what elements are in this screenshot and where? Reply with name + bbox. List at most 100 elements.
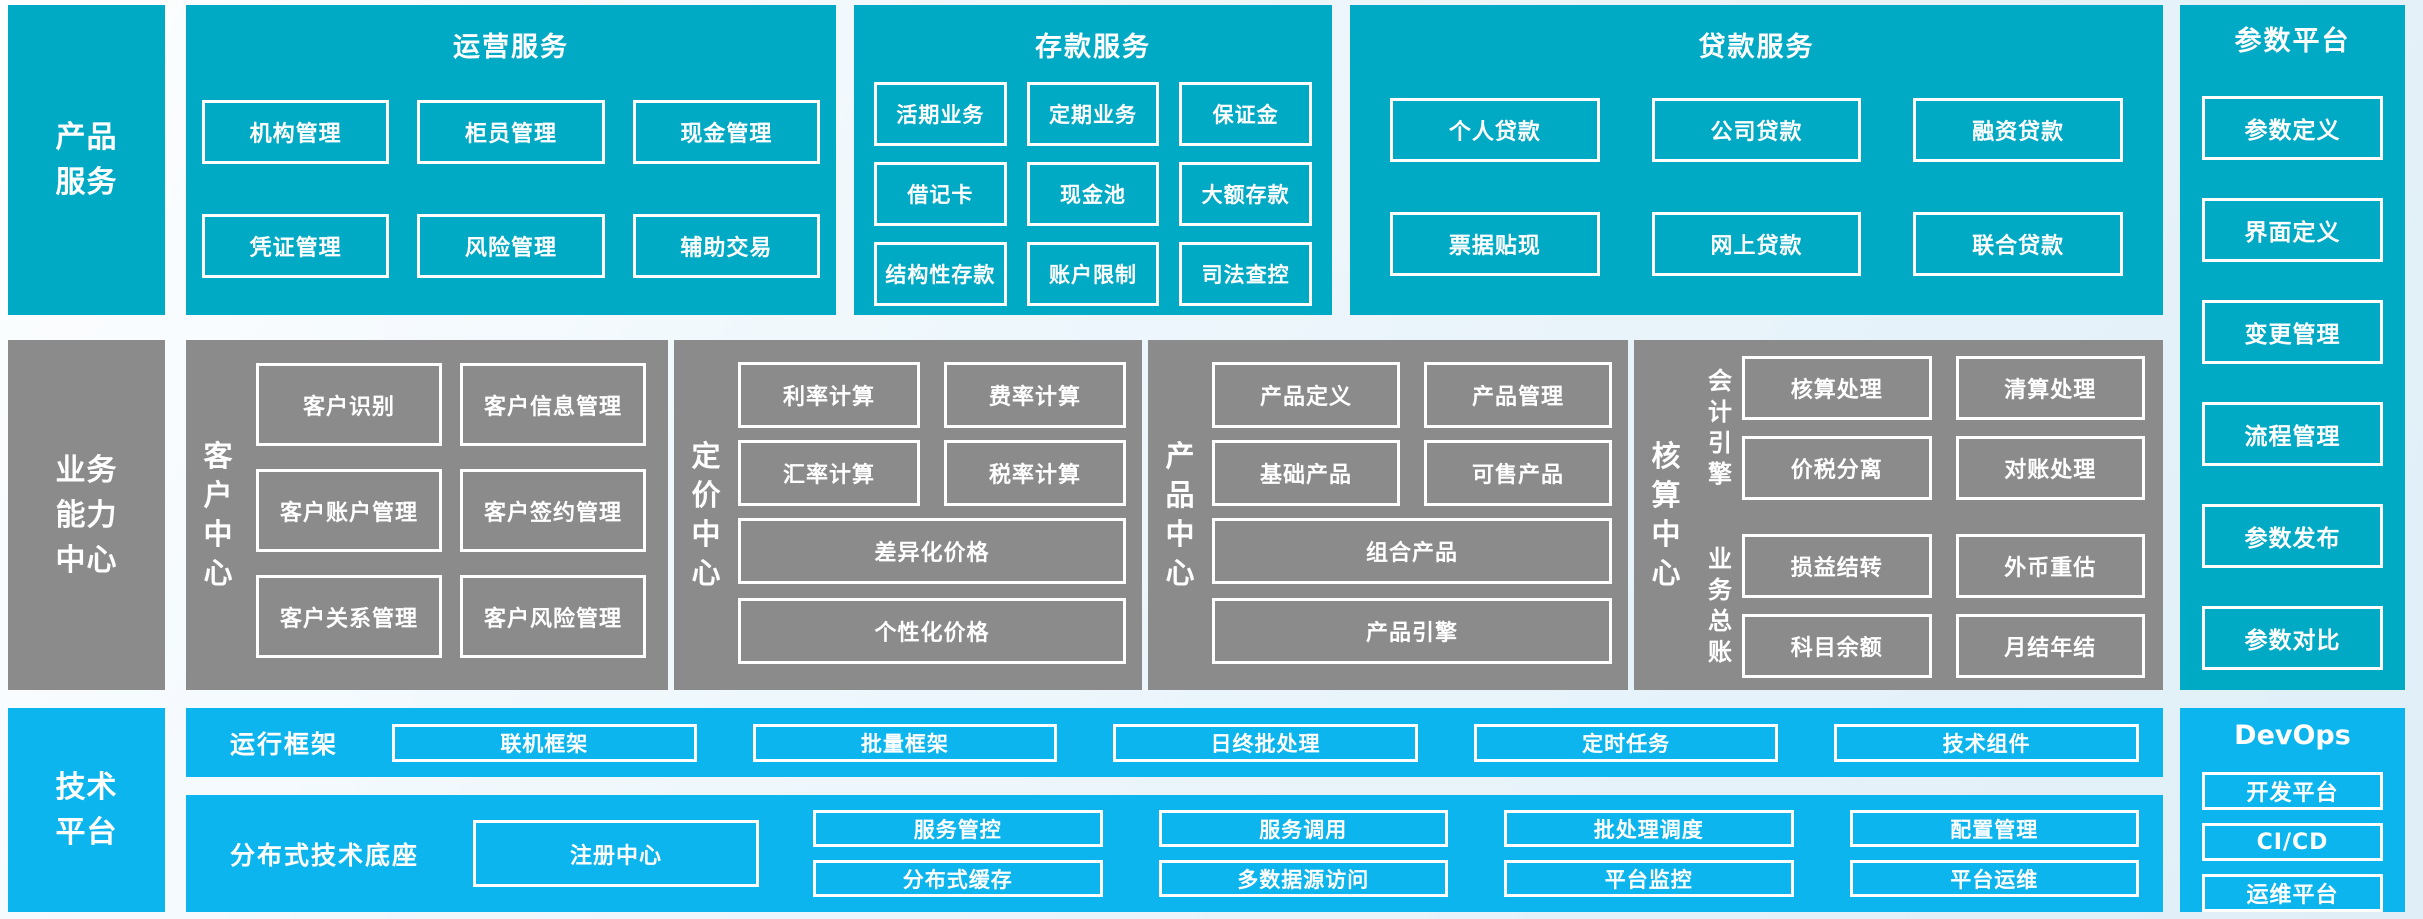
module-box: 客户信息管理 bbox=[460, 363, 646, 446]
module-box: 定时任务 bbox=[1473, 723, 1779, 762]
accounting-center-label: 核算中心 bbox=[1634, 340, 1698, 690]
module-box: 流程管理 bbox=[2202, 402, 2383, 466]
panel-deposit-services: 存款服务 活期业务 定期业务 保证金 借记卡 现金池 大额存款 结构性存款 账户… bbox=[854, 5, 1332, 315]
module-box: 批处理调度 bbox=[1504, 810, 1794, 847]
module-box: 产品定义 bbox=[1212, 362, 1400, 428]
module-box: 汇率计算 bbox=[738, 440, 920, 506]
module-box: 可售产品 bbox=[1424, 440, 1612, 506]
accounting-content: 会计引擎 核算处理 清算处理 价税分离 对账处理 业务总账 损益结转 外币重估 … bbox=[1698, 340, 2163, 690]
runtime-boxes: 联机框架 批量框架 日终批处理 定时任务 技术组件 bbox=[392, 723, 2139, 762]
module-box: 运维平台 bbox=[2202, 874, 2383, 912]
module-box: 参数发布 bbox=[2202, 504, 2383, 568]
module-box: 分布式缓存 bbox=[813, 860, 1103, 897]
sidebar-business-capability: 业务能力中心 bbox=[8, 340, 165, 690]
customer-center-label: 客户中心 bbox=[186, 340, 250, 690]
module-box: 多数据源访问 bbox=[1158, 860, 1448, 897]
module-box: 客户账户管理 bbox=[256, 469, 442, 552]
panel-runtime-framework: 运行框架 联机框架 批量框架 日终批处理 定时任务 技术组件 bbox=[186, 708, 2163, 777]
vertical-label-text: 产品中心 bbox=[1165, 438, 1195, 591]
module-box: 变更管理 bbox=[2202, 300, 2383, 364]
module-box: 公司贷款 bbox=[1651, 98, 1862, 162]
module-box: 风险管理 bbox=[417, 214, 605, 278]
panel-deposit-title: 存款服务 bbox=[1035, 32, 1151, 63]
sidebar-tech-platform: 技术平台 bbox=[8, 708, 165, 912]
panel-customer-center: 客户中心 客户识别 客户信息管理 客户账户管理 客户签约管理 客户关系管理 客户… bbox=[186, 340, 668, 690]
business-ledger-label: 业务总账 bbox=[1698, 534, 1742, 678]
distributed-base-label: 分布式技术底座 bbox=[230, 840, 420, 870]
module-box: 司法查控 bbox=[1179, 242, 1312, 306]
distributed-grid: 服务管控 服务调用 批处理调度 配置管理 分布式缓存 多数据源访问 平台监控 平… bbox=[813, 810, 2139, 897]
module-box: 平台运维 bbox=[1849, 860, 2139, 897]
module-box: 核算处理 bbox=[1742, 356, 1932, 420]
sidebar-business-capability-label: 业务能力中心 bbox=[55, 452, 118, 578]
module-box: 日终批处理 bbox=[1113, 723, 1418, 762]
accounting-engine-group: 会计引擎 核算处理 清算处理 价税分离 对账处理 bbox=[1698, 356, 2145, 500]
product-center-label: 产品中心 bbox=[1148, 340, 1212, 690]
module-box: 联机框架 bbox=[392, 723, 697, 762]
module-box: 对账处理 bbox=[1955, 436, 2145, 500]
module-box: 柜员管理 bbox=[417, 100, 605, 164]
module-box: 清算处理 bbox=[1955, 356, 2145, 420]
deposit-grid: 活期业务 定期业务 保证金 借记卡 现金池 大额存款 结构性存款 账户限制 司法… bbox=[854, 64, 1332, 306]
panel-loan-services: 贷款服务 个人贷款 公司贷款 融资贷款 票据贴现 网上贷款 联合贷款 bbox=[1350, 5, 2163, 315]
pricing-content: 利率计算 费率计算 汇率计算 税率计算 差异化价格 个性化价格 bbox=[738, 340, 1142, 690]
module-box: 利率计算 bbox=[738, 362, 920, 428]
operations-grid: 机构管理 柜员管理 现金管理 凭证管理 风险管理 辅助交易 bbox=[186, 64, 836, 278]
module-box-wide: 差异化价格 bbox=[738, 518, 1126, 584]
module-box: 凭证管理 bbox=[202, 214, 390, 278]
module-box: 票据贴现 bbox=[1390, 212, 1600, 276]
module-box: 服务管控 bbox=[813, 810, 1103, 847]
module-box: 费率计算 bbox=[944, 362, 1126, 428]
module-box: 客户风险管理 bbox=[460, 575, 646, 658]
module-box: 保证金 bbox=[1179, 82, 1312, 146]
module-box: 机构管理 bbox=[202, 100, 390, 164]
panel-devops: DevOps 开发平台 CI/CD 运维平台 bbox=[2180, 708, 2405, 912]
panel-parameter-title: 参数平台 bbox=[2234, 26, 2351, 57]
vertical-label-text: 定价中心 bbox=[691, 438, 721, 591]
module-box: 开发平台 bbox=[2202, 772, 2383, 810]
module-box: 月结年结 bbox=[1955, 614, 2145, 678]
module-box: 融资贷款 bbox=[1913, 98, 2123, 162]
registry-center-box: 注册中心 bbox=[473, 820, 760, 887]
module-box: 平台监控 bbox=[1504, 860, 1794, 897]
module-box: 损益结转 bbox=[1742, 534, 1932, 598]
product-center-content: 产品定义 产品管理 基础产品 可售产品 组合产品 产品引擎 bbox=[1212, 340, 1628, 690]
module-box: 外币重估 bbox=[1955, 534, 2145, 598]
module-box: 大额存款 bbox=[1179, 162, 1312, 226]
vertical-label-text: 核算中心 bbox=[1651, 438, 1681, 591]
panel-loan-title: 贷款服务 bbox=[1698, 32, 1815, 63]
pricing-row: 汇率计算 税率计算 bbox=[738, 440, 1126, 506]
module-box: 客户关系管理 bbox=[256, 575, 442, 658]
sidebar-tech-platform-label: 技术平台 bbox=[55, 770, 118, 850]
module-box: 个人贷款 bbox=[1390, 98, 1600, 162]
module-box: 现金池 bbox=[1026, 162, 1160, 226]
vertical-label-text: 会计引擎 bbox=[1707, 366, 1732, 489]
product-center-row: 产品定义 产品管理 bbox=[1212, 362, 1612, 428]
devops-title: DevOps bbox=[2234, 720, 2351, 751]
panel-accounting-center: 核算中心 会计引擎 核算处理 清算处理 价税分离 对账处理 业务总账 损 bbox=[1634, 340, 2163, 690]
module-box: 服务调用 bbox=[1158, 810, 1448, 847]
module-box: 参数定义 bbox=[2202, 96, 2383, 160]
module-box: 辅助交易 bbox=[632, 214, 820, 278]
panel-pricing-center: 定价中心 利率计算 费率计算 汇率计算 税率计算 差异化价格 个性化价格 bbox=[674, 340, 1142, 690]
module-box: 科目余额 bbox=[1742, 614, 1932, 678]
module-box: 借记卡 bbox=[874, 162, 1007, 226]
module-box: 结构性存款 bbox=[874, 242, 1007, 306]
accounting-engine-grid: 核算处理 清算处理 价税分离 对账处理 bbox=[1742, 356, 2145, 500]
loan-grid: 个人贷款 公司贷款 融资贷款 票据贴现 网上贷款 联合贷款 bbox=[1350, 64, 2163, 276]
customer-grid: 客户识别 客户信息管理 客户账户管理 客户签约管理 客户关系管理 客户风险管理 bbox=[250, 340, 668, 690]
module-box: 产品管理 bbox=[1424, 362, 1612, 428]
module-box: 技术组件 bbox=[1834, 723, 2139, 762]
product-center-row: 基础产品 可售产品 bbox=[1212, 440, 1612, 506]
module-box: 参数对比 bbox=[2202, 606, 2383, 670]
panel-parameter-platform: 参数平台 参数定义 界面定义 变更管理 流程管理 参数发布 参数对比 bbox=[2180, 5, 2405, 690]
panel-product-center: 产品中心 产品定义 产品管理 基础产品 可售产品 组合产品 产品引擎 bbox=[1148, 340, 1628, 690]
module-box: 配置管理 bbox=[1849, 810, 2139, 847]
module-box: CI/CD bbox=[2202, 823, 2383, 861]
module-box: 批量框架 bbox=[752, 723, 1058, 762]
module-box: 联合贷款 bbox=[1913, 212, 2123, 276]
vertical-label-text: 客户中心 bbox=[203, 438, 233, 591]
sidebar-product-services-label: 产品服务 bbox=[55, 120, 118, 200]
sidebar-product-services: 产品服务 bbox=[8, 5, 165, 315]
